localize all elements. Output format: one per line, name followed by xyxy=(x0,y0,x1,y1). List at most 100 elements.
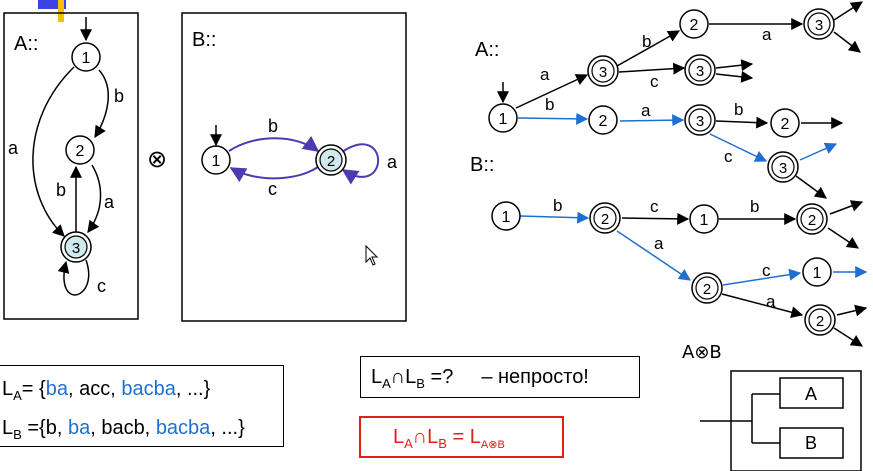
edge-2-2 xyxy=(341,143,380,185)
edge-3-3 xyxy=(57,259,90,296)
svg-text:2: 2 xyxy=(703,281,711,298)
edge-n4-n5 xyxy=(722,268,802,286)
svg-text:3: 3 xyxy=(815,17,823,34)
accent-bar xyxy=(58,0,64,22)
node-n4-accepting: 3 xyxy=(684,54,716,86)
svg-text:3: 3 xyxy=(72,240,80,257)
edge-r-n1 xyxy=(515,74,589,109)
edge-n1-n4 xyxy=(616,230,691,281)
svg-text:1: 1 xyxy=(700,212,709,229)
edge-n5-n6 xyxy=(715,116,769,129)
svg-text:2: 2 xyxy=(781,116,790,133)
node-n3: 2 xyxy=(679,9,709,39)
svg-text:1: 1 xyxy=(502,209,511,226)
state-1: 1 xyxy=(71,42,101,72)
state-1: 1 xyxy=(201,145,231,175)
svg-text:2: 2 xyxy=(690,17,699,34)
language-la: LA= {ba, acc, bacba, ...} xyxy=(2,378,211,403)
svg-text:1: 1 xyxy=(212,153,221,170)
svg-text:b: b xyxy=(642,32,651,51)
mouse-cursor-icon xyxy=(365,244,379,266)
node-n5: 1 xyxy=(802,257,832,287)
state-3-accepting: 3 xyxy=(60,231,92,263)
svg-text:b: b xyxy=(545,95,554,114)
state-2-accepting: 2 xyxy=(315,144,347,176)
node-n8-accepting: 3 xyxy=(767,151,799,183)
edge-n7-out2 xyxy=(833,31,861,53)
svg-text:1: 1 xyxy=(499,111,508,128)
svg-text:c: c xyxy=(724,147,733,166)
edge-3-3-label: c xyxy=(97,276,106,296)
edge-1-2-label: b xyxy=(268,116,278,136)
svg-text:c: c xyxy=(650,197,659,216)
language-box xyxy=(0,365,284,447)
node-n2: 2 xyxy=(588,105,618,135)
automaton-b-label: B:: xyxy=(192,29,216,51)
edge-1-2 xyxy=(94,69,109,139)
svg-text:2: 2 xyxy=(327,153,335,170)
node-n6: 2 xyxy=(770,108,800,138)
node-r: 1 xyxy=(488,103,518,133)
svg-text:c: c xyxy=(762,261,771,280)
composite-title: A⊗B xyxy=(682,342,722,363)
svg-text:b: b xyxy=(750,197,759,216)
accent-block xyxy=(38,0,66,9)
state-2: 2 xyxy=(65,135,95,165)
svg-text:a: a xyxy=(654,234,664,253)
svg-text:a: a xyxy=(766,292,776,311)
automaton-b: B:: b c a 1 2 xyxy=(181,12,407,322)
node-n3-accepting: 2 xyxy=(796,203,828,235)
edge-1-3-label: a xyxy=(8,138,19,158)
edge-r-n2 xyxy=(517,112,589,125)
edge-n8-out2 xyxy=(795,175,827,199)
block-a xyxy=(779,377,844,409)
answer-text: LA∩LB = LA⊗B xyxy=(393,426,505,451)
node-r: 1 xyxy=(491,201,521,231)
tree-a: A:: a b b c a a b c 1 3 2 2 3 3 2 3 3 xyxy=(475,1,864,199)
edge-n5-n8 xyxy=(709,133,768,162)
node-n1-accepting: 3 xyxy=(587,55,619,87)
edge-1-3 xyxy=(32,66,75,237)
automaton-a: A:: b a a b c 1 2 3 xyxy=(3,12,139,320)
edge-2-1-label: c xyxy=(268,179,277,199)
edge-1-2 xyxy=(228,136,320,152)
edge-n4-n6 xyxy=(721,293,804,319)
question-box xyxy=(360,356,640,398)
svg-text:a: a xyxy=(762,25,772,44)
svg-text:3: 3 xyxy=(696,113,704,130)
svg-text:2: 2 xyxy=(76,143,85,160)
tree-b-label: B:: xyxy=(470,154,494,176)
svg-text:B: B xyxy=(805,433,817,453)
svg-text:a: a xyxy=(641,101,651,120)
composite-diagram: A⊗B A B xyxy=(682,342,862,471)
language-lb: LB ={b, ba, bacb, bacba, ...} xyxy=(2,417,245,442)
automaton-a-label: A:: xyxy=(14,33,38,55)
svg-text:2: 2 xyxy=(599,113,608,130)
node-n4-accepting: 2 xyxy=(691,272,723,304)
automaton-b-frame xyxy=(181,12,407,322)
edge-r-n1 xyxy=(519,211,590,224)
svg-text:2: 2 xyxy=(601,211,609,228)
svg-text:1: 1 xyxy=(82,50,91,67)
edge-n1-n3 xyxy=(616,30,681,67)
edge-2-3-label: a xyxy=(104,192,115,212)
svg-text:A: A xyxy=(805,384,817,404)
edge-2-2-label: a xyxy=(387,152,398,172)
svg-text:2: 2 xyxy=(808,212,816,229)
svg-text:3: 3 xyxy=(779,160,787,177)
edge-n1-n4 xyxy=(618,62,686,75)
tree-a-label: A:: xyxy=(475,39,499,61)
node-n6-accepting: 2 xyxy=(804,304,836,336)
edge-n3-out xyxy=(829,200,864,215)
svg-text:b: b xyxy=(553,196,562,215)
edge-n4-out xyxy=(715,59,754,72)
svg-text:3: 3 xyxy=(696,63,704,80)
edge-n6-out2 xyxy=(833,327,864,347)
svg-text:a: a xyxy=(540,65,550,84)
edge-2-3 xyxy=(87,164,102,233)
edge-n3-out2 xyxy=(827,227,859,249)
edge-2-1 xyxy=(229,166,319,183)
svg-text:c: c xyxy=(650,72,659,91)
answer-box xyxy=(359,416,564,458)
